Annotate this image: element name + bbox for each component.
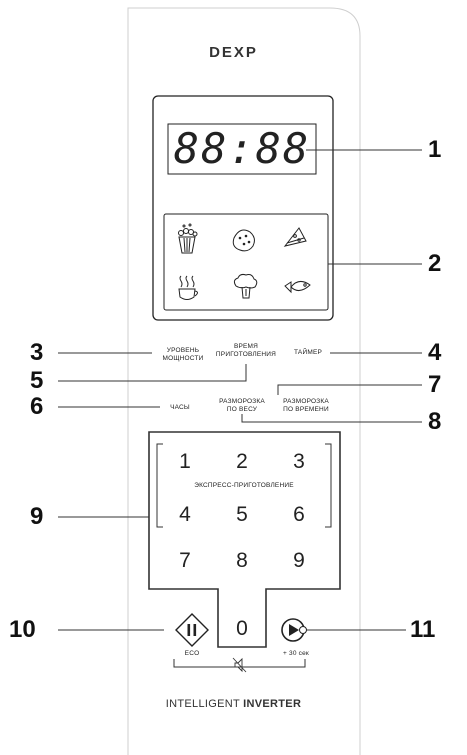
express-bracket-right [325, 443, 332, 528]
callout-6: 6 [30, 393, 44, 420]
mute-bracket [173, 659, 306, 668]
keypad-outline [148, 431, 341, 648]
key-3[interactable]: 3 [293, 450, 305, 473]
callout-4: 4 [428, 339, 442, 366]
beverage-icon [178, 275, 198, 300]
vegetables-icon [233, 273, 258, 299]
callout-8: 8 [428, 408, 442, 435]
key-9[interactable]: 9 [293, 549, 305, 572]
leader-5 [58, 364, 247, 382]
key-1[interactable]: 1 [179, 450, 191, 473]
start-icon[interactable] [281, 618, 307, 642]
pause-icon[interactable] [175, 613, 209, 647]
key-0[interactable]: 0 [236, 617, 248, 640]
key-7[interactable]: 7 [179, 549, 191, 572]
popcorn-icon [178, 223, 198, 254]
key-5[interactable]: 5 [236, 503, 248, 526]
panel-outline [127, 7, 361, 755]
mute-icon [232, 657, 247, 673]
callout-7: 7 [428, 371, 442, 398]
callout-1: 1 [428, 136, 442, 163]
potato-icon [232, 229, 255, 252]
express-bracket-left [156, 443, 163, 528]
footer-logo: INTELLIGENT INVERTER [165, 698, 302, 710]
eco-label: ECO [184, 650, 200, 657]
pizza-icon [283, 227, 307, 247]
callout-10: 10 [9, 616, 36, 643]
clock-label[interactable]: ЧАСЫ [170, 404, 190, 411]
leader-8 [241, 414, 422, 423]
callout-11: 11 [410, 616, 436, 643]
callout-9: 9 [30, 503, 44, 530]
digit-display: 88:88 [173, 124, 311, 173]
callout-2: 2 [428, 250, 442, 277]
plus-30-sec-label: + 30 сек [283, 650, 309, 657]
brand-logo: DEXP [209, 44, 258, 61]
key-4[interactable]: 4 [179, 503, 191, 526]
key-6[interactable]: 6 [293, 503, 305, 526]
digit-frame [167, 123, 317, 175]
express-cooking-label: ЭКСПРЕСС-ПРИГОТОВЛЕНИЕ [194, 482, 294, 489]
key-2[interactable]: 2 [236, 450, 248, 473]
callout-3: 3 [30, 339, 44, 366]
timer-label[interactable]: ТАЙМЕР [293, 349, 323, 356]
icon-frame [163, 213, 329, 311]
display-window [152, 95, 334, 321]
leader-7 [277, 384, 422, 395]
key-8[interactable]: 8 [236, 549, 248, 572]
fish-icon [284, 281, 311, 294]
callout-5: 5 [30, 367, 44, 394]
